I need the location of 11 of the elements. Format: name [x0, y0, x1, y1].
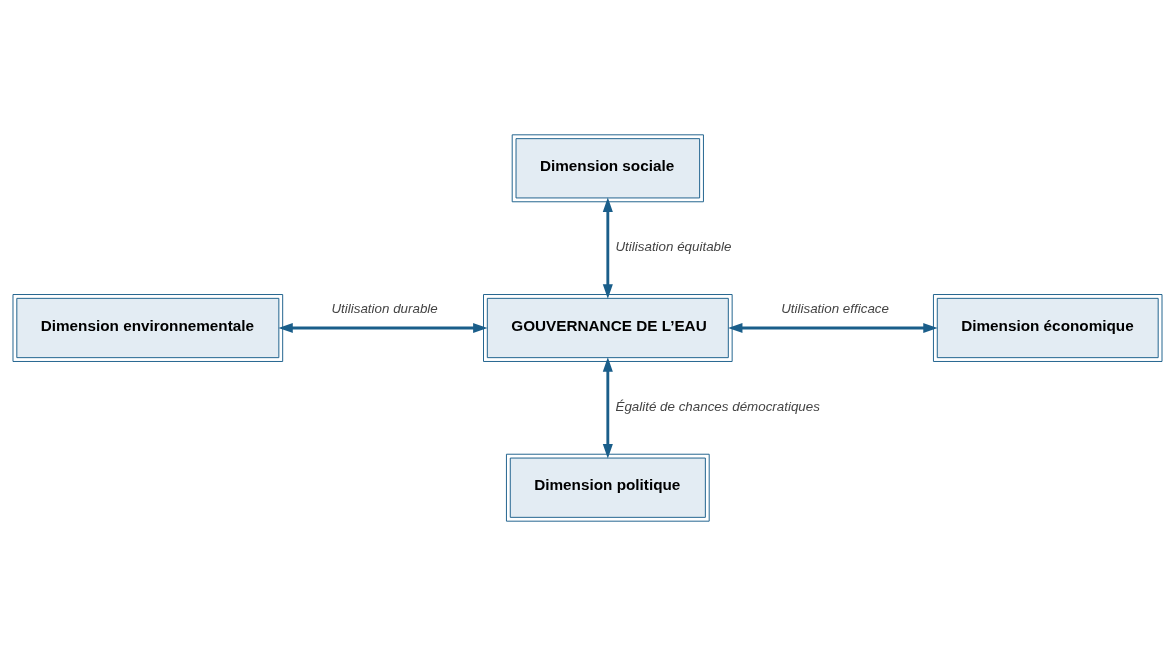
edge-label: Égalité de chances démocratiques [615, 398, 820, 414]
node-box: Dimension économique [932, 293, 1163, 362]
arrow [602, 356, 613, 458]
arrow [278, 322, 488, 333]
node-box: Dimension politique [505, 453, 710, 522]
arrow [728, 322, 938, 333]
edge-label: Utilisation équitable [615, 238, 732, 254]
arrow [602, 197, 613, 299]
node-box: Dimension environnementale [12, 293, 284, 362]
edge-label: Utilisation efficace [781, 300, 889, 316]
edge-label: Utilisation durable [331, 300, 438, 316]
